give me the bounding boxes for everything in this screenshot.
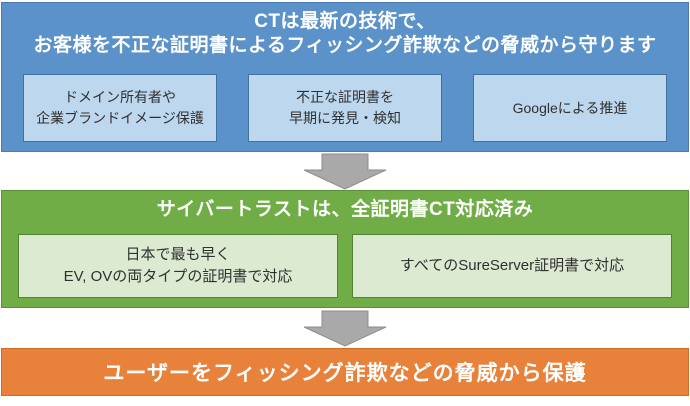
ct-benefits-title: CTは最新の技術で、 お客様を不正な証明書によるフィッシング詐欺などの脅威から守… bbox=[2, 3, 688, 58]
support-box-ev-ov-line1: 日本で最も早く bbox=[125, 246, 231, 263]
ct-benefits-title-line1: CTは最新の技術で、 bbox=[254, 11, 436, 32]
ct-benefits-section: CTは最新の技術で、 お客様を不正な証明書によるフィッシング詐欺などの脅威から守… bbox=[1, 2, 689, 152]
benefit-box-domain-owner-line2: 企業ブランドイメージ保護 bbox=[36, 110, 204, 126]
support-box-ev-ov: 日本で最も早く EV, OVの両タイプの証明書で対応 bbox=[18, 234, 338, 298]
benefit-box-domain-owner-line1: ドメイン所有者や bbox=[64, 89, 176, 105]
user-protection-title: ユーザーをフィッシング詐欺などの脅威から保護 bbox=[103, 362, 587, 385]
user-protection-section: ユーザーをフィッシング詐欺などの脅威から保護 bbox=[1, 348, 689, 396]
ct-benefits-title-line2: お客様を不正な証明書によるフィッシング詐欺などの脅威から守ります bbox=[33, 35, 657, 56]
cybertrust-ct-section: サイバートラストは、全証明書CT対応済み 日本で最も早く EV, OVの両タイプ… bbox=[1, 190, 689, 308]
cybertrust-ct-title-line: サイバートラストは、全証明書CT対応済み bbox=[156, 199, 534, 220]
benefit-box-early-detection-line2: 早期に発見・検知 bbox=[289, 110, 401, 126]
down-arrow-icon bbox=[303, 153, 387, 190]
benefit-box-google-line1: Googleによる推進 bbox=[512, 99, 628, 116]
arrow-row-1 bbox=[0, 153, 690, 191]
benefit-box-domain-owner: ドメイン所有者や 企業ブランドイメージ保護 bbox=[23, 74, 217, 142]
benefit-box-google: Googleによる推進 bbox=[473, 74, 667, 142]
down-arrow-icon bbox=[303, 310, 387, 347]
cybertrust-box-row: 日本で最も早く EV, OVの両タイプの証明書で対応 すべてのSureServe… bbox=[2, 234, 688, 298]
support-box-ev-ov-line2: EV, OVの両タイプの証明書で対応 bbox=[63, 268, 293, 285]
benefit-box-early-detection-line1: 不正な証明書を bbox=[296, 89, 394, 105]
cybertrust-ct-title: サイバートラストは、全証明書CT対応済み bbox=[2, 191, 688, 222]
benefit-box-early-detection: 不正な証明書を 早期に発見・検知 bbox=[248, 74, 442, 142]
support-box-sureserver-line1: すべてのSureServer証明書で対応 bbox=[399, 257, 625, 274]
ct-benefits-box-row: ドメイン所有者や 企業ブランドイメージ保護 不正な証明書を 早期に発見・検知 G… bbox=[2, 74, 688, 142]
arrow-row-2 bbox=[0, 310, 690, 348]
support-box-sureserver: すべてのSureServer証明書で対応 bbox=[352, 234, 672, 298]
